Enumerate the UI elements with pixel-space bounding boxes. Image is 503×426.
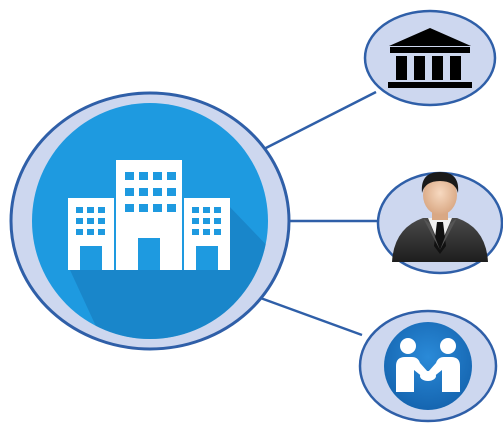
businessman-avatar-icon	[392, 172, 488, 262]
handshake-icon	[396, 338, 460, 392]
hub-long-shadow	[70, 205, 268, 339]
node-partnership	[358, 309, 498, 423]
node-outer-ring	[363, 9, 497, 107]
connector-line-institution	[257, 90, 377, 154]
connector-line-partnership	[254, 294, 363, 337]
hub-node	[9, 91, 291, 351]
bank-building-icon	[388, 28, 472, 88]
node-person	[376, 171, 503, 275]
node-institution	[363, 9, 497, 107]
office-windows	[76, 172, 221, 270]
